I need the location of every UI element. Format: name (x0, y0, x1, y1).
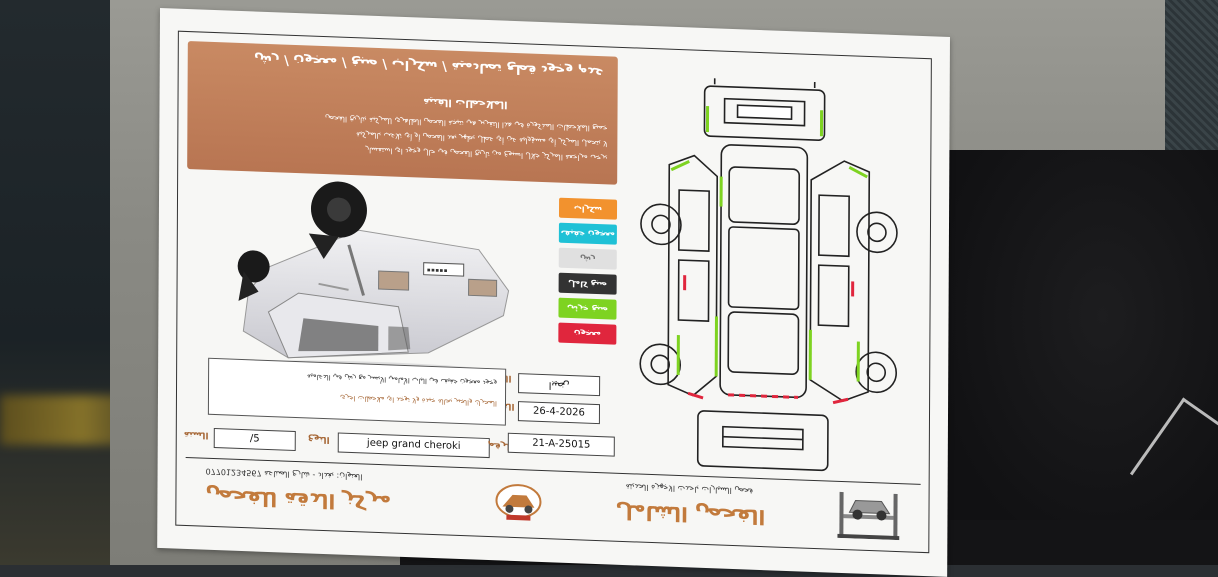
plate-value: 21-A-25015 (508, 433, 615, 457)
background-mesh-fabric (1165, 0, 1218, 150)
company-name-right: ﺍﻟﻔﺤﺺ ﺍﻟﺸﺎﻣﻞ (615, 500, 765, 529)
colour-value: ﺍﺑﻴﺾ (518, 373, 600, 396)
legend-swatch-scratch: ﺳﻜﺮﺍﺏ (559, 198, 617, 220)
inspection-center-logo-icon (492, 478, 544, 526)
report-subtitle: ﺍﻟﻤﻼﺣﻈﺎﺕ ﺍﻟﻔﻨﻴﺔ (423, 96, 507, 110)
company-name-left: ﻣﺮﻛﺰ ﺍﻟﺪﻗﺔ ﻟﻠﻔﺤﺺ (205, 485, 391, 516)
vehicle-photo: ▪▪▪▪▪ (228, 171, 519, 382)
damage-legend: ﺳﻜﺮﺍﺏ ﻣﻌﺠﻮﻥ ﺧﻔﻴﻒ ﺭﺵ ﺻﺒﻎ ﻛﺎﻣﻞ ﺻﺒﻎ ﺟﺰﺋﻲ ﻣﻌ… (558, 198, 617, 350)
legend-swatch-full-paint: ﺻﺒﻎ ﻛﺎﻣﻞ (559, 273, 617, 295)
banner-terms: ﺟﻤﻴﻊ ﺍﻟﻤﻼﺣﻈﺎﺕ ﺍﻟﻤﺬﻛﻮﺭﺓ ﻓﻲ ﻫﺬﺍ ﺍﻟﺘﻘﺮﻳﺮ ﻫﻲ… (197, 109, 607, 169)
notes-box: ﻭﺟﻮﺩ ﻣﻌﺠﻮﻥ ﺧﻔﻴﻒ ﻓﻲ ﺍﻟﺒﺎﺏ ﺍﻷﻣﺎﻣﻲ ﺍﻷﻳﺴﺮ ﻣﻊ… (208, 358, 506, 426)
inspection-report-sheet: ﻋﺪﻡ ﻭﺟﻮﺩ ﻗﻄﻊ ﺗﺼﺎﺩﻣﻴﺔ / ﺳﻜﺮﺍﺏ / ﺻﺒﻎ / ﻣﻌﺠ… (157, 8, 950, 577)
legend-swatch-putty: ﻣﻌﺠﻮﻥ (558, 323, 616, 345)
report-title: ﻋﺪﻡ ﻭﺟﻮﺩ ﻗﻄﻊ ﺗﺼﺎﺩﻣﻴﺔ / ﺳﻜﺮﺍﺏ / ﺻﺒﻎ / ﻣﻌﺠ… (204, 50, 604, 80)
footer-address: ﺍﻟﻌﻨﻮﺍﻥ: ﺑﻐﺪﺍﺩ - ﺷﺎﺭﻉ ﺍﻟﺼﻨﺎﻋﺔ 0770123456… (206, 467, 363, 482)
note-line: ﺍﻟﻤﺤﺮﻙ ﻭﺍﻟﺠﻴﺮ ﺑﺤﺎﻟﺔ ﺟﻴﺪﺓ ﻭﻻ ﺗﻮﺟﺪ ﺍﻱ ﻣﻼﺣﻈ… (340, 394, 497, 408)
svg-text:▪▪▪▪▪: ▪▪▪▪▪ (427, 266, 448, 275)
note-line: ﻭﺟﻮﺩ ﻣﻌﺠﻮﻥ ﺧﻔﻴﻒ ﻓﻲ ﺍﻟﺒﺎﺏ ﺍﻷﻣﺎﻣﻲ ﺍﻷﻳﺴﺮ ﻣﻊ… (307, 372, 497, 387)
footer-tagline: ﻓﺤﺺ ﺍﻟﺴﻴﺎﺭﺍﺕ ﺑﺎﺣﺪﺙ ﺍﻻﺟﻬﺰﺓ ﺍﻟﺤﺪﻳﺜﺔ (626, 482, 754, 496)
car-lift-icon (837, 488, 899, 540)
report-header-banner: ﻋﺪﻡ ﻭﺟﻮﺩ ﻗﻄﻊ ﺗﺼﺎﺩﻣﻴﺔ / ﺳﻜﺮﺍﺏ / ﺻﺒﻎ / ﻣﻌﺠ… (187, 41, 618, 185)
legend-swatch-partial-paint: ﺻﺒﻎ ﺟﺰﺋﻲ (558, 298, 616, 320)
model-label: ﺍﻟﻨﻮﻉ (308, 433, 330, 444)
legend-swatch-light-putty: ﻣﻌﺠﻮﻥ ﺧﻔﻴﻒ (559, 223, 617, 245)
year-label: ﺍﻟﺴﻨﺔ (184, 429, 209, 440)
car-body-diagram-icon (628, 73, 910, 483)
year-value: /5 (214, 428, 296, 451)
date-value: 26-4-2026 (518, 401, 600, 424)
legend-swatch-spray: ﺭﺵ (559, 248, 617, 270)
